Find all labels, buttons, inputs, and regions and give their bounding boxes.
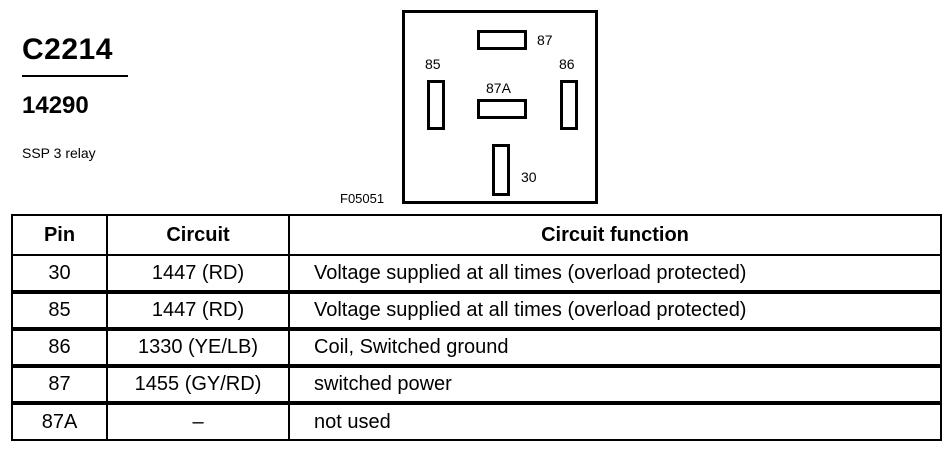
pin-cell: 87A	[11, 402, 108, 441]
pin-cell: 85	[11, 291, 108, 331]
function-cell: not used	[288, 402, 942, 441]
circuit-cell: 1330 (YE/LB)	[106, 328, 290, 368]
terminal-87a-slot	[477, 99, 527, 119]
table-row: 87 1455 (GY/RD) switched power	[11, 365, 942, 405]
connector-id: C2214	[22, 33, 113, 66]
table-row: 30 1447 (RD) Voltage supplied at all tim…	[11, 254, 942, 294]
terminal-86-label: 86	[559, 56, 575, 72]
circuit-cell: 1447 (RD)	[106, 254, 290, 294]
function-cell: Coil, Switched ground	[288, 328, 942, 368]
function-cell: switched power	[288, 365, 942, 405]
table-row: 85 1447 (RD) Voltage supplied at all tim…	[11, 291, 942, 331]
header-circuit: Circuit	[106, 214, 290, 256]
pin-cell: 87	[11, 365, 108, 405]
circuit-cell: 1455 (GY/RD)	[106, 365, 290, 405]
connector-description: SSP 3 relay	[22, 145, 96, 161]
header-pin: Pin	[11, 214, 108, 256]
table-row: 86 1330 (YE/LB) Coil, Switched ground	[11, 328, 942, 368]
circuit-cell: –	[106, 402, 290, 441]
function-cell: Voltage supplied at all times (overload …	[288, 291, 942, 331]
terminal-87-slot	[477, 30, 527, 50]
terminal-30-label: 30	[521, 169, 537, 185]
relay-face-diagram: 87 85 86 87A 30	[402, 10, 598, 204]
pin-cell: 30	[11, 254, 108, 294]
terminal-85-label: 85	[425, 56, 441, 72]
terminal-30-slot	[492, 144, 510, 196]
terminal-87a-label: 87A	[486, 80, 511, 96]
pin-cell: 86	[11, 328, 108, 368]
header-circuit-function: Circuit function	[288, 214, 942, 256]
table-header-row: Pin Circuit Circuit function	[11, 214, 942, 256]
part-number: 14290	[22, 92, 89, 119]
terminal-85-slot	[427, 80, 445, 130]
terminal-87-label: 87	[537, 32, 553, 48]
table-row: 87A – not used	[11, 402, 942, 441]
pinout-table: Pin Circuit Circuit function 30 1447 (RD…	[11, 214, 942, 441]
figure-id: F05051	[340, 191, 385, 206]
circuit-cell: 1447 (RD)	[106, 291, 290, 331]
title-underline	[22, 75, 128, 77]
function-cell: Voltage supplied at all times (overload …	[288, 254, 942, 294]
terminal-86-slot	[560, 80, 578, 130]
